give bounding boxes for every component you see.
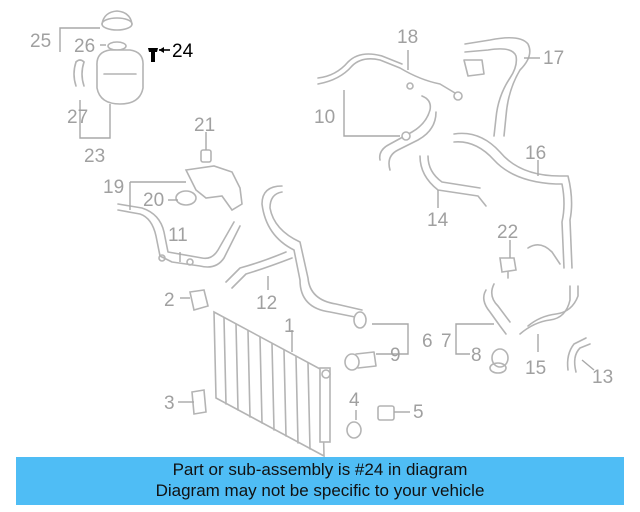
- info-banner: Part or sub-assembly is #24 in diagram D…: [16, 457, 624, 505]
- callout-27: 27: [67, 107, 88, 128]
- callout-12: 12: [256, 293, 277, 314]
- callout-25: 25: [30, 31, 51, 52]
- callout-13: 13: [592, 367, 613, 388]
- callout-1: 1: [284, 316, 295, 337]
- callout-15: 15: [525, 358, 546, 379]
- callout-5: 5: [413, 402, 424, 423]
- banner-line-part-number: Part or sub-assembly is #24 in diagram: [172, 460, 468, 479]
- part-drawings: [73, 10, 591, 458]
- callout-6: 6: [422, 331, 433, 352]
- callout-21: 21: [194, 115, 215, 136]
- callout-9: 9: [390, 345, 401, 366]
- callout-14: 14: [427, 210, 449, 231]
- callout-8: 8: [471, 345, 482, 366]
- callout-numbers: 25 26 24 27 23 18 17 10 21 16 19 20 14 2…: [30, 27, 613, 423]
- callout-18: 18: [397, 27, 418, 48]
- callout-4: 4: [349, 390, 360, 411]
- callout-23: 23: [84, 146, 105, 167]
- callout-2: 2: [164, 290, 175, 311]
- callout-19: 19: [103, 177, 124, 198]
- callout-24[interactable]: 24: [172, 41, 194, 62]
- leader-lines: [59, 27, 595, 420]
- callout-11: 11: [168, 225, 188, 246]
- callout-22: 22: [497, 222, 518, 243]
- callout-26: 26: [74, 36, 95, 57]
- callout-17: 17: [543, 48, 564, 69]
- banner-line-disclaimer: Diagram may not be specific to your vehi…: [155, 481, 485, 500]
- callout-7: 7: [441, 331, 452, 352]
- part-24-bolt[interactable]: [148, 48, 158, 62]
- callout-16: 16: [525, 143, 546, 164]
- callout-10: 10: [314, 107, 335, 128]
- callout-3: 3: [164, 393, 175, 414]
- callout-20: 20: [143, 190, 164, 211]
